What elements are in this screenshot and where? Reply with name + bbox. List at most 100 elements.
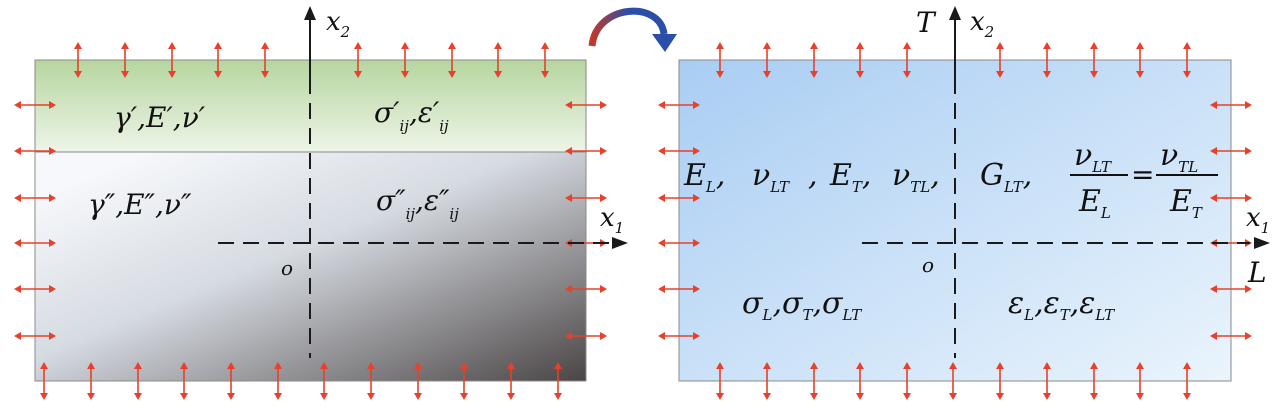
double-arrow-bottom xyxy=(1090,362,1098,400)
double-arrow-top xyxy=(541,42,549,78)
double-arrow-top xyxy=(810,42,818,78)
fraction1-denominator: EL xyxy=(1078,184,1111,222)
double-arrow-right xyxy=(1210,101,1252,109)
double-arrow-top xyxy=(401,42,409,78)
double-arrow-left xyxy=(14,194,56,202)
phase1-properties: γ′,E′,ν′ xyxy=(114,101,206,134)
double-arrow-top xyxy=(1090,42,1098,78)
double-arrow-bottom xyxy=(856,362,864,400)
double-arrow-right xyxy=(1210,332,1252,340)
double-arrow-top xyxy=(214,42,222,78)
double-arrow-left xyxy=(658,285,700,293)
left-x1-label: x1 xyxy=(600,203,624,237)
double-arrow-top xyxy=(1043,42,1051,78)
double-arrow-bottom xyxy=(507,362,515,400)
double-arrow-bottom xyxy=(274,362,282,400)
double-arrow-top xyxy=(903,42,911,78)
double-arrow-left xyxy=(658,194,700,202)
left-x1-arrowhead xyxy=(612,237,628,249)
double-arrow-top xyxy=(354,42,362,78)
right-T-label: T xyxy=(916,6,937,39)
constant-EL: EL, xyxy=(683,158,725,196)
double-arrow-bottom xyxy=(1183,362,1191,400)
double-arrow-right xyxy=(565,285,607,293)
double-arrow-bottom xyxy=(460,362,468,400)
left-origin-label: o xyxy=(281,256,293,280)
double-arrow-top xyxy=(1136,42,1144,78)
double-arrow-bottom xyxy=(40,362,48,400)
double-arrow-right xyxy=(1210,285,1252,293)
phase2-fields: σ″ij,ε″ij xyxy=(376,184,459,223)
fraction-nuTL-over-ET: νTL ET xyxy=(1156,138,1218,222)
fraction-nuLT-over-EL: νLT EL xyxy=(1070,138,1128,222)
double-arrow-top xyxy=(74,42,82,78)
double-arrow-bottom xyxy=(414,362,422,400)
strain-components: εL,εT,εLT xyxy=(1008,286,1115,324)
double-arrow-top xyxy=(1183,42,1191,78)
left-boundary-arrows xyxy=(14,42,607,400)
double-arrow-bottom xyxy=(996,362,1004,400)
double-arrow-top xyxy=(448,42,456,78)
double-arrow-left xyxy=(658,147,700,155)
equals-sign: = xyxy=(1131,158,1154,191)
double-arrow-right xyxy=(565,332,607,340)
double-arrow-bottom xyxy=(134,362,142,400)
double-arrow-top xyxy=(168,42,176,78)
fraction2-numerator: νTL xyxy=(1160,138,1198,176)
double-arrow-top xyxy=(996,42,1004,78)
double-arrow-bottom xyxy=(949,362,957,400)
double-arrow-top xyxy=(856,42,864,78)
double-arrow-top xyxy=(716,42,724,78)
constant-nuTL: νTL, xyxy=(892,158,940,196)
constant-comma: , xyxy=(808,158,818,193)
double-arrow-top xyxy=(763,42,771,78)
left-x2-label: x2 xyxy=(326,7,350,41)
double-arrow-right xyxy=(1210,147,1252,155)
double-arrow-left xyxy=(14,239,56,247)
double-arrow-bottom xyxy=(763,362,771,400)
double-arrow-left xyxy=(658,101,700,109)
constant-nuLT: νLT xyxy=(752,158,790,196)
double-arrow-left xyxy=(658,239,700,247)
transition-arrow-head xyxy=(652,34,677,52)
right-origin-label: o xyxy=(922,253,934,277)
double-arrow-bottom xyxy=(320,362,328,400)
double-arrow-bottom xyxy=(227,362,235,400)
right-x2-arrowhead xyxy=(949,6,961,20)
constant-ET: ET, xyxy=(829,158,871,196)
double-arrow-left xyxy=(14,101,56,109)
double-arrow-left xyxy=(14,147,56,155)
double-arrow-bottom xyxy=(903,362,911,400)
double-arrow-bottom xyxy=(367,362,375,400)
double-arrow-bottom xyxy=(554,362,562,400)
phase1-fields: σ′ij,ε′ij xyxy=(374,96,449,135)
transition-arrow xyxy=(588,7,677,52)
right-L-label: L xyxy=(1247,256,1267,289)
double-arrow-right xyxy=(1210,194,1252,202)
double-arrow-bottom xyxy=(87,362,95,400)
double-arrow-right xyxy=(565,194,607,202)
double-arrow-left xyxy=(14,332,56,340)
phase2-properties: γ″,E″,ν″ xyxy=(88,188,192,221)
double-arrow-bottom xyxy=(180,362,188,400)
right-x2-label: x2 xyxy=(970,7,994,41)
constant-GLT: GLT, xyxy=(980,158,1032,196)
left-x2-arrowhead xyxy=(304,6,316,20)
fraction2-denominator: ET xyxy=(1169,184,1203,222)
double-arrow-right xyxy=(565,101,607,109)
double-arrow-right xyxy=(565,147,607,155)
double-arrow-bottom xyxy=(810,362,818,400)
double-arrow-bottom xyxy=(716,362,724,400)
double-arrow-top xyxy=(494,42,502,78)
right-x1-label: x1 xyxy=(1246,203,1270,237)
double-arrow-left xyxy=(658,332,700,340)
right-panel: T x2 x1 L o EL, νLT , ET, νTL, GLT, νLT … xyxy=(658,6,1270,400)
double-arrow-top xyxy=(121,42,129,78)
stress-components: σL,σT,σLT xyxy=(742,286,862,324)
left-panel: x2 x1 o γ′,E′,ν′ σ′ij,ε′ij γ″,E″,ν″ σ″ij… xyxy=(14,6,628,400)
double-arrow-left xyxy=(14,285,56,293)
double-arrow-bottom xyxy=(1136,362,1144,400)
fraction1-numerator: νLT xyxy=(1074,138,1112,176)
transition-arrow-curve xyxy=(588,7,668,47)
